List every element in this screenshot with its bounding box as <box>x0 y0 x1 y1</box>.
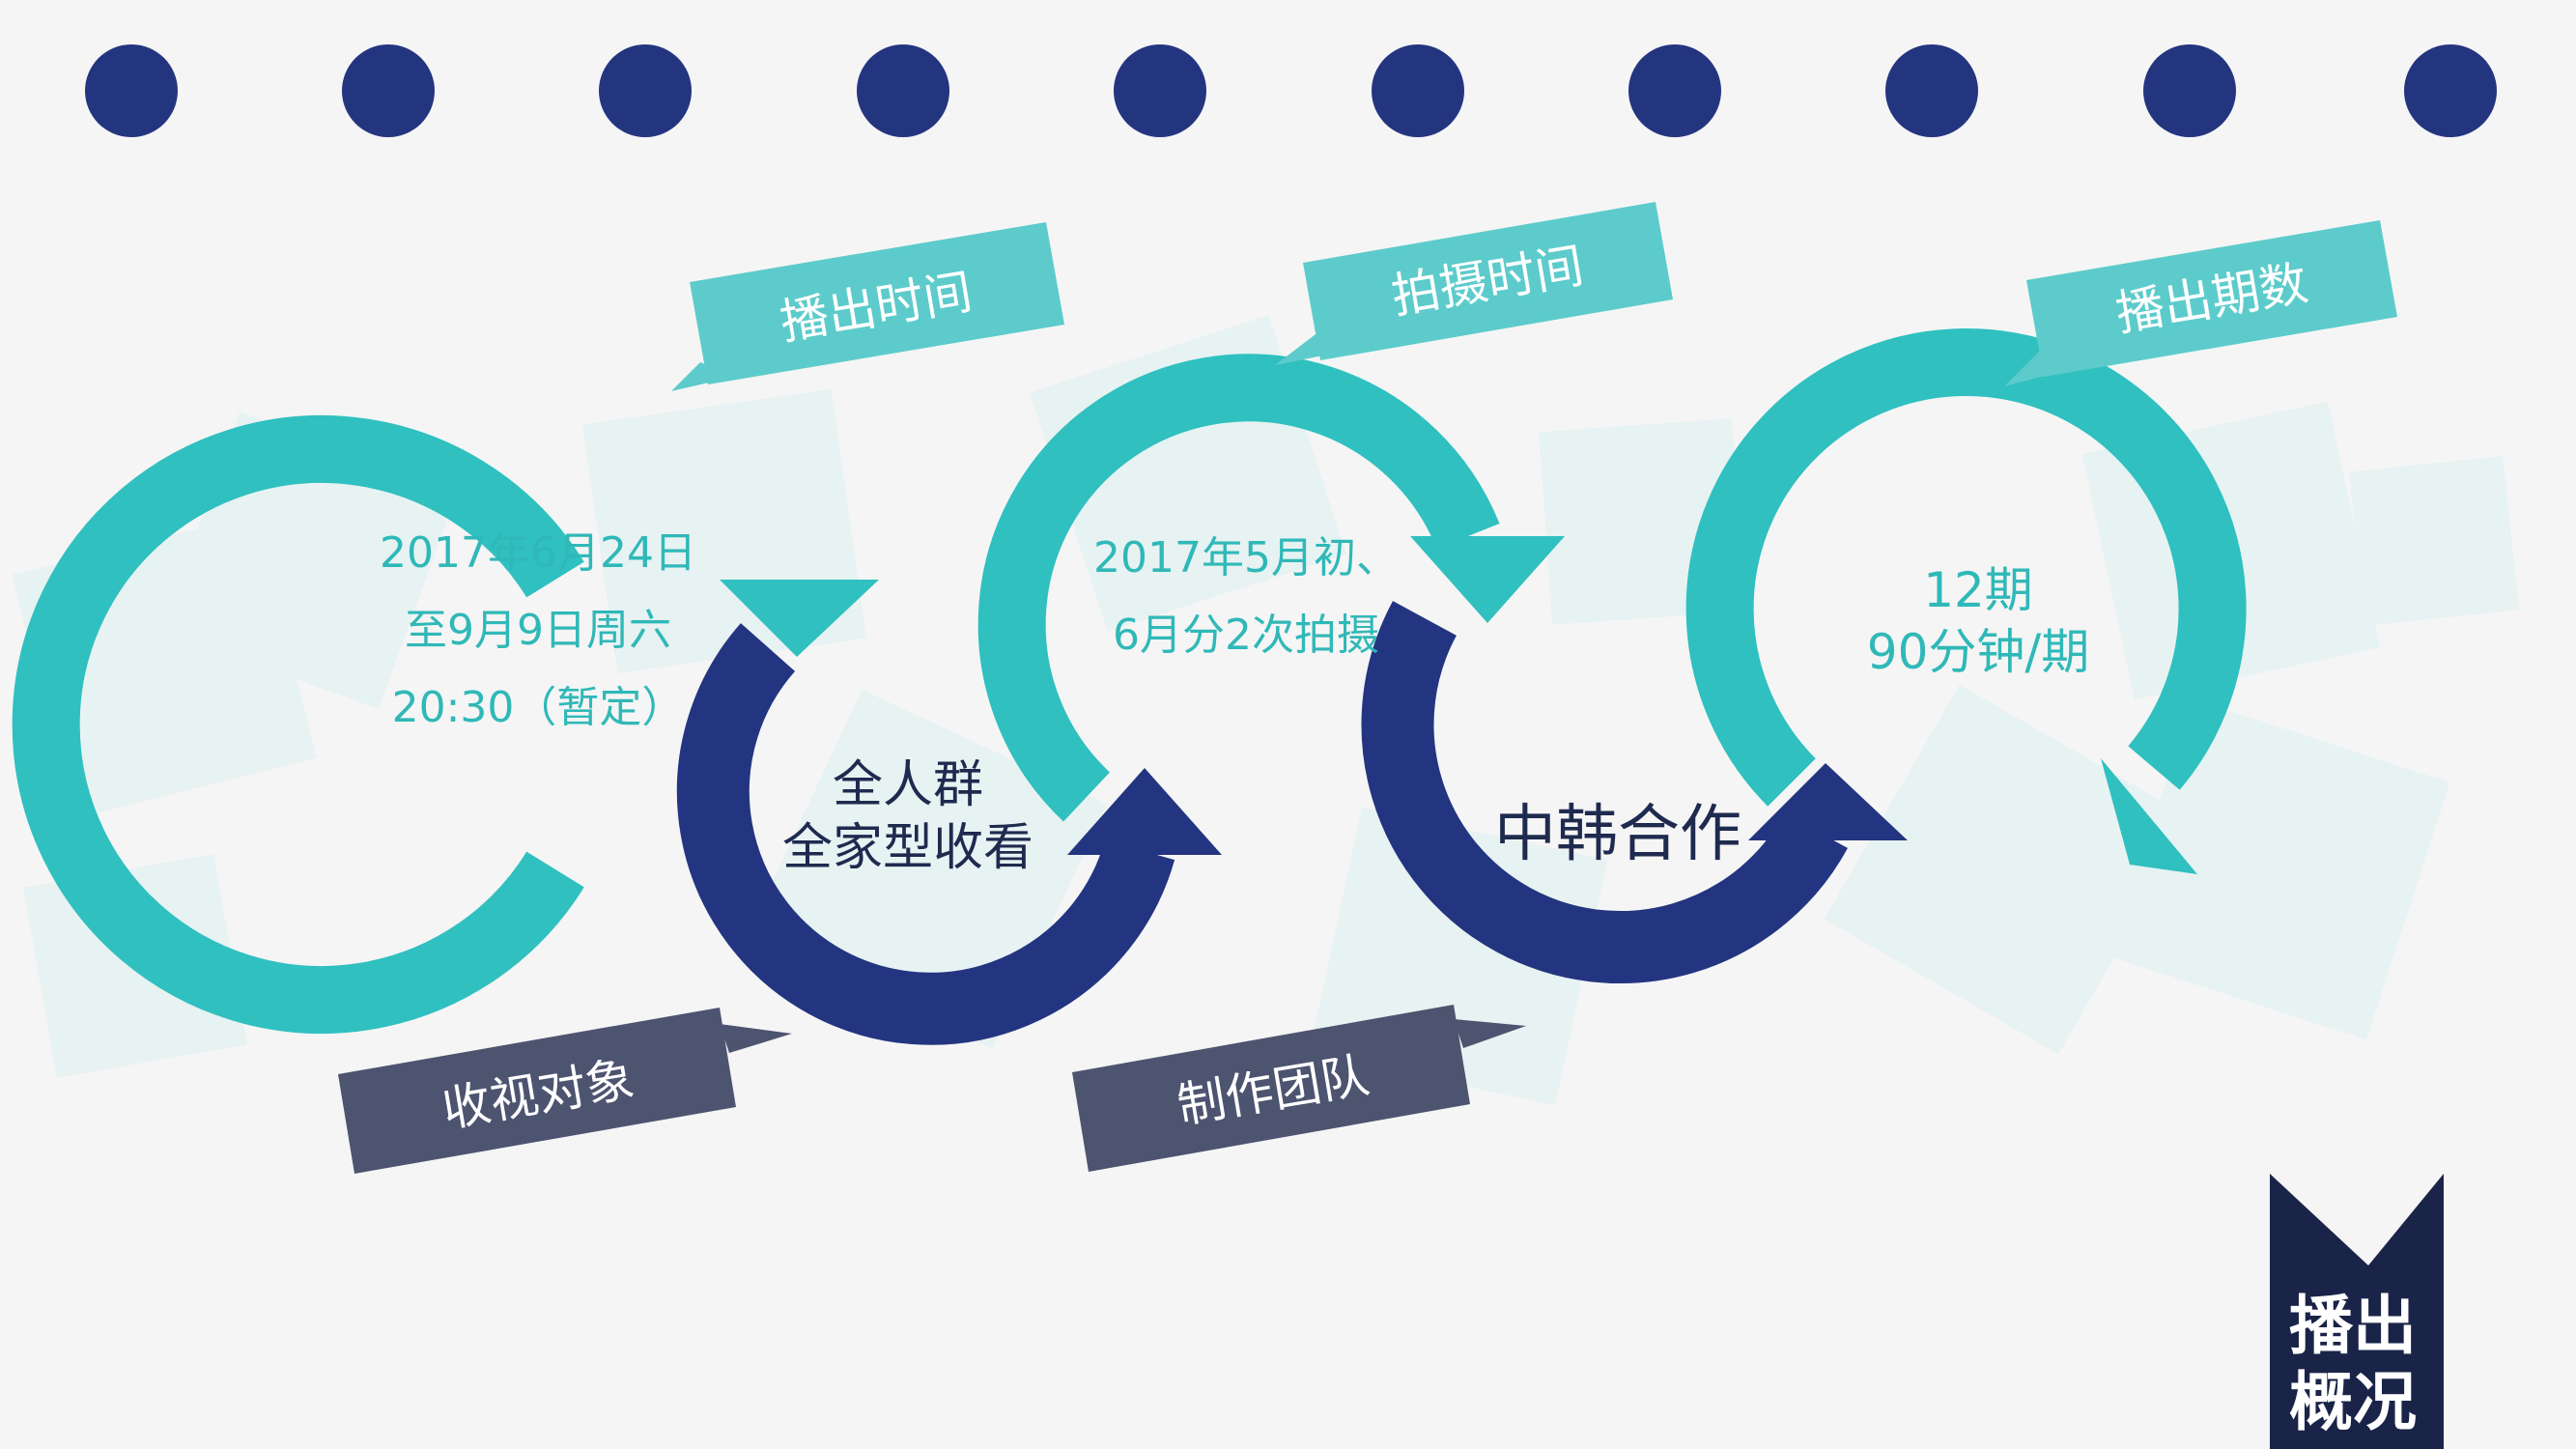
decorative-dot <box>2404 44 2497 137</box>
arrow-head <box>1067 768 1222 855</box>
callout-production: 制作团队 <box>1072 1005 1526 1172</box>
callout-box <box>338 1008 736 1174</box>
callout-broadcast-time: 播出时间 <box>671 222 1064 391</box>
corner-badge: 播出 概况 <box>2270 1174 2444 1449</box>
arrow-head <box>1748 763 1908 840</box>
arrow-head <box>720 580 879 657</box>
decorative-dot <box>1372 44 1464 137</box>
circle-text-line: 2017年5月初、 <box>1093 533 1399 582</box>
circle-text-line: 6月分2次拍摄 <box>1113 611 1379 660</box>
circle-text-line: 2017年6月24日 <box>380 528 696 578</box>
callout-shoot-time: 拍摄时间 <box>1275 202 1673 365</box>
circle-text-line: 12期 <box>1923 562 2033 618</box>
callout-box <box>690 222 1064 384</box>
circle-text-line: 全家型收看 <box>782 819 1033 877</box>
circle-text-line: 至9月9日周六 <box>405 606 671 655</box>
arrow-ring-5 <box>1685 328 2247 874</box>
circle-4-text: 中韩合作 <box>1494 799 1741 870</box>
arrow-ring-4 <box>1361 601 1908 983</box>
arrow-ring-body <box>1685 328 2247 807</box>
arrow-ring-body <box>676 623 1175 1045</box>
decorative-dot <box>857 44 949 137</box>
arrow-ring-3 <box>977 354 1565 822</box>
decorative-dot <box>85 44 178 137</box>
callout-episodes: 播出期数 <box>2004 220 2397 386</box>
circle-text-line: 20:30（暂定） <box>392 683 685 732</box>
arrow-ring-body <box>12 415 584 1034</box>
circle-text-line: 全人群 <box>833 756 983 814</box>
circle-text-line: 90分钟/期 <box>1867 624 2089 680</box>
decorative-dot <box>1114 44 1206 137</box>
callout-box <box>1303 202 1673 360</box>
decorative-dot <box>2143 44 2236 137</box>
callout-tail <box>671 362 734 391</box>
corner-badge-shape <box>2270 1174 2444 1449</box>
circle-2-text: 全人群 全家型收看 <box>782 756 1033 877</box>
callout-box <box>2026 220 2397 377</box>
corner-badge-line: 概况 <box>2289 1365 2417 1439</box>
corner-badge-line: 播出 <box>2289 1289 2417 1363</box>
callout-box <box>1072 1005 1470 1172</box>
callout-audience: 收视对象 <box>338 1008 792 1174</box>
circle-3-text: 2017年5月初、 6月分2次拍摄 <box>1093 533 1399 660</box>
circle-1-text: 2017年6月24日 至9月9日周六 20:30（暂定） <box>380 528 696 732</box>
arrow-head <box>1410 536 1565 623</box>
arrow-ring-1 <box>12 415 879 1034</box>
circle-text-line: 中韩合作 <box>1494 799 1741 870</box>
callout-tail <box>1454 1019 1526 1048</box>
decorative-dot <box>599 44 692 137</box>
decorative-dot <box>1628 44 1721 137</box>
decorative-dot <box>1885 44 1978 137</box>
decorative-dot <box>342 44 435 137</box>
top-dot-row <box>85 44 2497 137</box>
arrow-ring-body <box>977 354 1500 822</box>
arrow-ring-body <box>1361 601 1848 983</box>
arrow-ring-2 <box>676 623 1222 1045</box>
circle-5-text: 12期 90分钟/期 <box>1867 562 2089 680</box>
arrow-head <box>2101 758 2197 874</box>
callout-tail <box>720 1024 792 1053</box>
